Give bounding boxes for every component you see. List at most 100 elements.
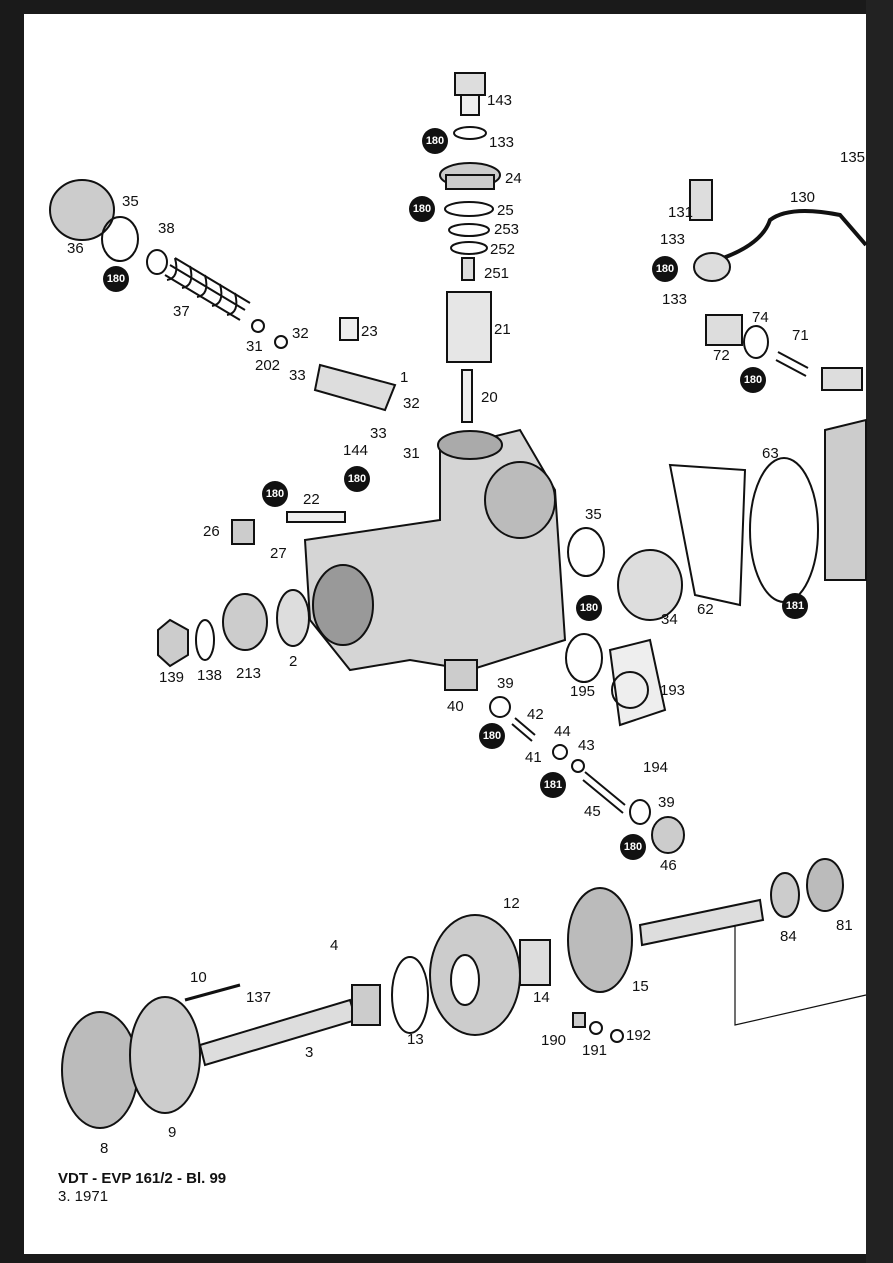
callout-2: 2 xyxy=(289,653,298,670)
callout-20: 20 xyxy=(481,389,498,406)
callout-44: 44 xyxy=(554,723,571,740)
part-72 xyxy=(705,314,743,346)
callout-13: 13 xyxy=(407,1031,424,1048)
part-22-pin xyxy=(286,511,346,523)
callout-143: 143 xyxy=(487,92,513,109)
part-133-washer xyxy=(453,126,487,140)
badge-180-f: 180 xyxy=(262,481,288,507)
badge-180-i: 180 xyxy=(479,723,505,749)
badge-181-a: 181 xyxy=(540,772,566,798)
callout-40: 40 xyxy=(447,698,464,715)
callout-252: 252 xyxy=(490,241,516,258)
callout-46: 46 xyxy=(660,857,677,874)
right-border xyxy=(866,0,893,1263)
part-40 xyxy=(444,659,478,691)
badge-180-g: 180 xyxy=(344,466,370,492)
badge-180-c: 180 xyxy=(103,266,129,292)
callout-8: 8 xyxy=(100,1140,109,1157)
callout-131: 131 xyxy=(668,204,694,221)
callout-193: 193 xyxy=(660,682,686,699)
callout-4: 4 xyxy=(330,937,339,954)
part-71-spring xyxy=(775,351,809,377)
callout-133b: 133 xyxy=(660,231,686,248)
callout-138: 138 xyxy=(197,667,223,684)
part-2 xyxy=(276,589,310,647)
part-36-cap xyxy=(49,179,115,241)
badge-181-b: 181 xyxy=(782,593,808,619)
callout-42: 42 xyxy=(527,706,544,723)
badge-180-h: 180 xyxy=(576,595,602,621)
callout-74: 74 xyxy=(752,309,769,326)
callout-39b: 39 xyxy=(658,794,675,811)
callout-23: 23 xyxy=(361,323,378,340)
part-shaft-84 xyxy=(638,898,765,947)
callout-41: 41 xyxy=(525,749,542,766)
part-23 xyxy=(339,317,359,341)
callout-63: 63 xyxy=(762,445,779,462)
callout-24: 24 xyxy=(505,170,522,187)
callout-31: 31 xyxy=(246,338,263,355)
callout-213: 213 xyxy=(236,665,262,682)
callout-38: 38 xyxy=(158,220,175,237)
part-14 xyxy=(519,939,551,986)
badge-180-e: 180 xyxy=(740,367,766,393)
callout-81: 81 xyxy=(836,917,853,934)
callout-25: 25 xyxy=(497,202,514,219)
callout-133c: 133 xyxy=(662,291,688,308)
part-37-spring xyxy=(164,257,251,321)
callout-34: 34 xyxy=(661,611,678,628)
callout-15: 15 xyxy=(632,978,649,995)
callout-130: 130 xyxy=(790,189,816,206)
callout-133: 133 xyxy=(489,134,515,151)
callout-36: 36 xyxy=(67,240,84,257)
callout-39: 39 xyxy=(497,675,514,692)
callout-84: 84 xyxy=(780,928,797,945)
part-130-line xyxy=(699,209,868,267)
callout-37: 37 xyxy=(173,303,190,320)
badge-180-a: 180 xyxy=(422,128,448,154)
callout-135: 135 xyxy=(840,149,866,166)
callout-26: 26 xyxy=(203,523,220,540)
drawing-reference: VDT - EVP 161/2 - Bl. 99 xyxy=(58,1170,227,1187)
badge-180-b: 180 xyxy=(409,196,435,222)
callout-190: 190 xyxy=(541,1032,567,1049)
badge-180-d: 180 xyxy=(652,256,678,282)
callout-32: 32 xyxy=(292,325,309,342)
callout-191: 191 xyxy=(582,1042,608,1059)
callout-33: 33 xyxy=(289,367,306,384)
part-34-plug xyxy=(617,549,683,621)
callout-194: 194 xyxy=(643,759,669,776)
callout-72: 72 xyxy=(713,347,730,364)
drawing-date: 3. 1971 xyxy=(58,1188,109,1205)
callout-35b: 35 xyxy=(585,506,602,523)
badge-180-j: 180 xyxy=(620,834,646,860)
part-26-bolt xyxy=(231,519,255,545)
part-45-spring xyxy=(582,771,626,814)
callout-35: 35 xyxy=(122,193,139,210)
callout-14: 14 xyxy=(533,989,550,1006)
part-10-pin xyxy=(184,983,241,1002)
callout-27: 27 xyxy=(270,545,287,562)
part-13-ring xyxy=(391,956,429,1034)
callout-21: 21 xyxy=(494,321,511,338)
part-131-bolt xyxy=(689,179,713,221)
callout-3: 3 xyxy=(305,1044,314,1061)
callout-31b: 31 xyxy=(403,445,420,462)
callout-33b: 33 xyxy=(370,425,387,442)
callout-139: 139 xyxy=(159,669,185,686)
callout-71: 71 xyxy=(792,327,809,344)
part-143 xyxy=(454,72,486,96)
callout-43: 43 xyxy=(578,737,595,754)
callout-62: 62 xyxy=(697,601,714,618)
part-193-plate xyxy=(608,638,667,727)
part-21-barrel xyxy=(446,291,492,363)
callout-12: 12 xyxy=(503,895,520,912)
part-8-flange xyxy=(61,1011,139,1129)
callout-202: 202 xyxy=(255,357,281,374)
callout-22: 22 xyxy=(303,491,320,508)
callout-1: 1 xyxy=(400,369,409,386)
callout-10: 10 xyxy=(190,969,207,986)
part-84 xyxy=(770,872,800,918)
